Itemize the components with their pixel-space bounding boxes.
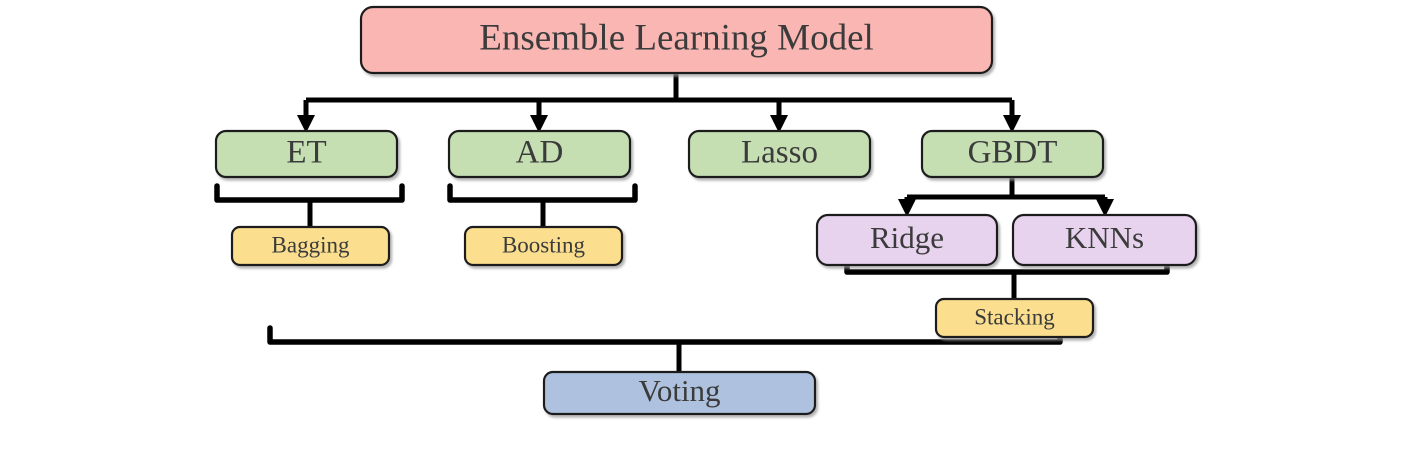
node-lasso[interactable] xyxy=(687,129,872,179)
node-ensemble-learning-model[interactable] xyxy=(359,5,994,75)
node-bagging[interactable] xyxy=(230,225,391,267)
et-box[interactable] xyxy=(214,129,399,179)
boosting-label: Boosting xyxy=(502,232,586,257)
node-gbdt[interactable] xyxy=(920,129,1105,179)
bracket-boosting-shape xyxy=(447,183,638,203)
arrow-head-knns xyxy=(1096,199,1114,217)
gbdt-to-meta-connectors xyxy=(898,177,1114,217)
node-knns[interactable] xyxy=(1011,213,1198,267)
node-ad[interactable] xyxy=(447,129,632,179)
node-et[interactable] xyxy=(214,129,399,179)
ridge-label: Ridge xyxy=(870,220,944,255)
et-label: ET xyxy=(286,135,326,171)
voting-box[interactable] xyxy=(542,370,817,416)
bracket-boosting xyxy=(447,183,638,227)
gbdt-label: GBDT xyxy=(968,135,1058,171)
arrow-head-ridge xyxy=(898,199,916,217)
bagging-label: Bagging xyxy=(272,232,350,257)
knns-label: KNNs xyxy=(1065,220,1144,255)
voting-label: Voting xyxy=(638,373,720,408)
stacking-label: Stacking xyxy=(974,304,1055,329)
node-ridge[interactable] xyxy=(815,213,999,267)
ensemble-learning-model-label: Ensemble Learning Model xyxy=(479,17,874,58)
arrow-head-gbdt xyxy=(1003,115,1021,133)
arrow-head-lasso xyxy=(770,115,788,133)
ad-label: AD xyxy=(516,135,564,171)
root-to-base-connectors xyxy=(297,73,1021,133)
gbdt-box[interactable] xyxy=(920,129,1105,179)
node-voting[interactable] xyxy=(542,370,817,416)
ridge-box[interactable] xyxy=(815,213,999,267)
ad-box[interactable] xyxy=(447,129,632,179)
lasso-label: Lasso xyxy=(741,135,818,171)
bracket-bagging xyxy=(214,183,405,227)
arrow-head-ad xyxy=(530,115,548,133)
stacking-box[interactable] xyxy=(934,297,1095,339)
node-stacking[interactable] xyxy=(934,297,1095,339)
bagging-box[interactable] xyxy=(230,225,391,267)
arrow-head-et xyxy=(297,115,315,133)
knns-box[interactable] xyxy=(1011,213,1198,267)
bracket-bagging-shape xyxy=(214,183,405,203)
boosting-box[interactable] xyxy=(463,225,624,267)
lasso-box[interactable] xyxy=(687,129,872,179)
node-boosting[interactable] xyxy=(463,225,624,267)
ensemble-learning-model-box[interactable] xyxy=(359,5,994,75)
